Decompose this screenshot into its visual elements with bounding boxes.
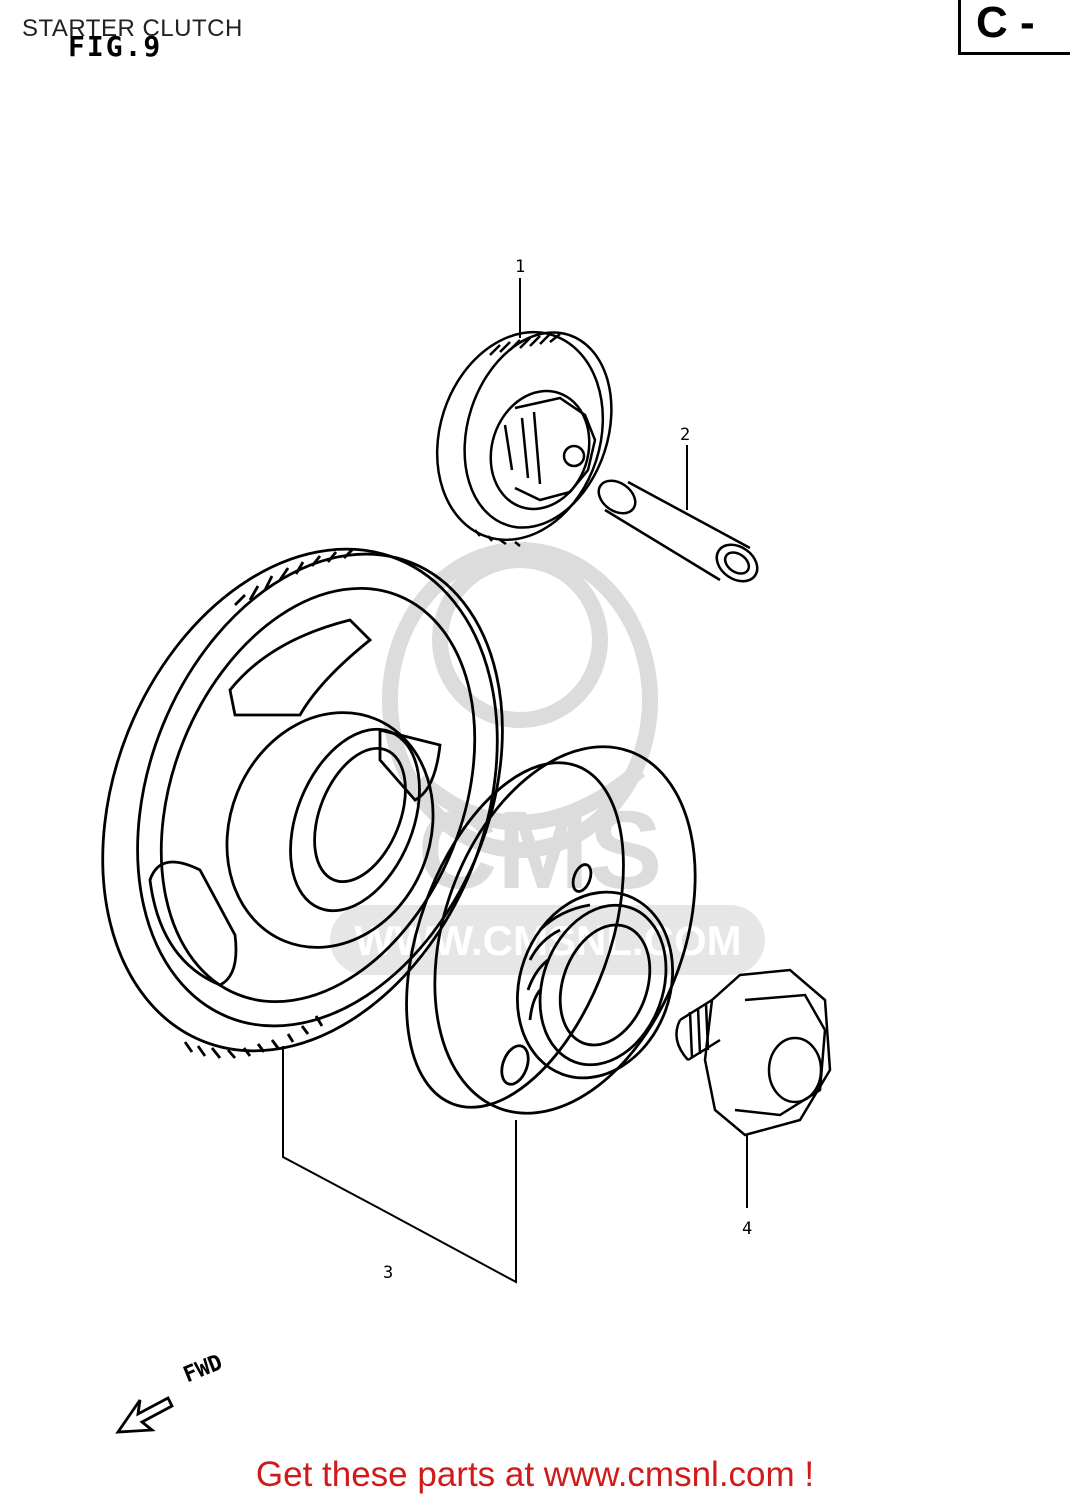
part-4-bolt — [675, 968, 832, 1137]
callout-4: 4 — [742, 1219, 752, 1239]
figure-label: FIG.9 — [68, 30, 163, 63]
callout-3: 3 — [383, 1263, 393, 1283]
diagram-title: STARTER CLUTCH — [22, 15, 243, 42]
section-label: C - — [976, 0, 1035, 47]
part-2-shaft — [597, 479, 759, 583]
footer-promo-text[interactable]: Get these parts at www.cmsnl.com ! — [255, 1455, 815, 1494]
callout-2: 2 — [680, 425, 690, 445]
part-3-clutch-housing — [405, 745, 697, 1115]
leader-lines — [282, 278, 748, 1284]
part-3-starter-driven-gear — [101, 547, 504, 1059]
section-box — [958, 0, 1070, 55]
watermark-logo — [382, 542, 658, 858]
watermark-text: CMS WWW.CMSNL.COM — [330, 789, 765, 975]
arrow-left-icon — [115, 1396, 174, 1434]
watermark-logo-text: CMS — [418, 789, 662, 912]
part-1-starter-idle-gear — [435, 330, 613, 547]
callout-1: 1 — [515, 257, 525, 277]
